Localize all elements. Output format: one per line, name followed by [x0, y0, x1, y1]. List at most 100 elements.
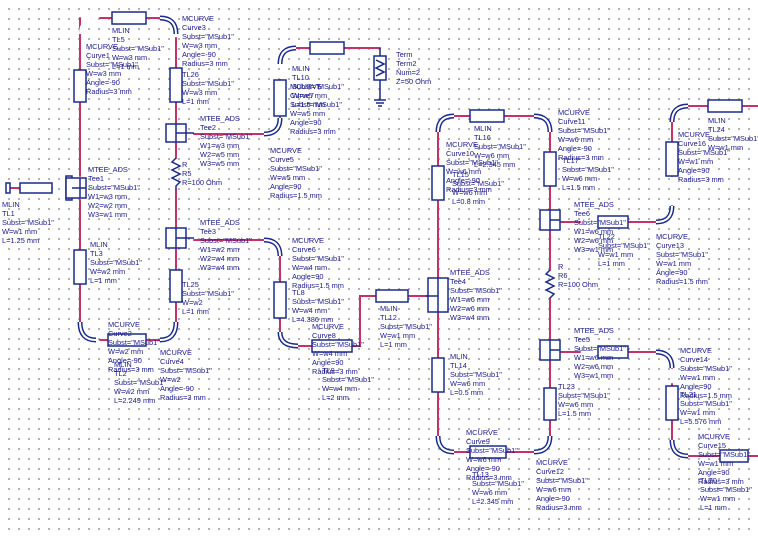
component-label-line: Subst="MSub1" — [312, 340, 364, 349]
component-label-line: MTEE_ADS — [200, 114, 240, 123]
component-label-line: Subst="MSub1" — [680, 364, 732, 373]
component-label-line: W3=w1 mm — [574, 245, 614, 254]
component-label-line: W1=w3 mm — [88, 192, 128, 201]
component-label-line: Subst="MSub1" — [678, 148, 730, 157]
component-label-line: W=w6 mm — [446, 167, 482, 176]
component-label-line: Subst="MSub1" — [200, 236, 252, 245]
component-label-line: Tee1 — [88, 174, 105, 183]
component-label-line: Radius=3 mm — [678, 175, 724, 184]
component-label-line: W=w3 mm — [182, 88, 218, 97]
component-label-line: W=w4 mm — [322, 384, 358, 393]
component-label-line: MCURVE — [86, 42, 118, 51]
component-label-line: Curve1 — [86, 51, 110, 60]
component-label-line: MLIN — [292, 64, 310, 73]
component-label-line: W2=w4 mm — [200, 254, 240, 263]
component-label-line: W=w1 mm — [700, 494, 736, 503]
component-label-line: Angle=-90 — [466, 464, 500, 473]
component-label-line: Radius=1.5 mm — [292, 281, 344, 290]
component-label-line: MCURVE — [446, 140, 478, 149]
component-label-line: Curve12 — [536, 467, 564, 476]
component-label-line: TL23 — [558, 382, 575, 391]
right-center-parts — [426, 109, 629, 459]
left-block-wires — [9, 17, 263, 341]
component-label-line: Term — [396, 50, 413, 59]
component-label-line: R6 — [558, 271, 568, 280]
component-label-line: Subst="MSub1" — [446, 158, 498, 167]
component-label-line: Subst="MSub1" — [466, 446, 518, 455]
component-label-line: Angle=90 — [292, 272, 324, 281]
component-label-line: Radius=1.5 mm — [270, 191, 322, 200]
component-label-line: Subst="MSub1" — [598, 241, 650, 250]
component-label-line: W1=w6 mm — [574, 353, 614, 362]
component-label-line: Radius=3 mm — [290, 127, 336, 136]
component-label-line: L=0.5 mm — [450, 388, 484, 397]
component-label-line: W2=w6 mm — [574, 236, 614, 245]
component-label-line: Radius=3 mm — [312, 367, 358, 376]
component-label-line: MCURVE — [270, 146, 302, 155]
component-label-line: R=100 Ohm — [182, 178, 223, 187]
component-label-line: Curve10 — [446, 149, 474, 158]
component-label-line: W=w2 mm — [90, 267, 126, 276]
component-label-line: L=2.345 mm — [472, 497, 514, 506]
component-label-line: Subst="MSub1" — [114, 378, 166, 387]
component-label-line: L=2 mm — [322, 393, 349, 402]
component-label-line: TL26 — [182, 70, 199, 79]
component-label-line: W2=w2 mm — [88, 201, 128, 210]
component-label-line: W3=w4 mm — [200, 263, 240, 272]
component-label-line: Subst="MSub1" — [536, 476, 588, 485]
component-label-line: W=w1 mm — [380, 331, 416, 340]
component-label-line: Curve15 — [698, 441, 726, 450]
component-label-line: Angle=-90 — [558, 144, 592, 153]
component-label-line: L=1.5 mm — [558, 409, 592, 418]
component-label-line: Subst="MSub1" — [88, 183, 140, 192]
component-label-line: W2=w6 mm — [450, 304, 490, 313]
component-label-line: MCURVE — [292, 236, 324, 245]
